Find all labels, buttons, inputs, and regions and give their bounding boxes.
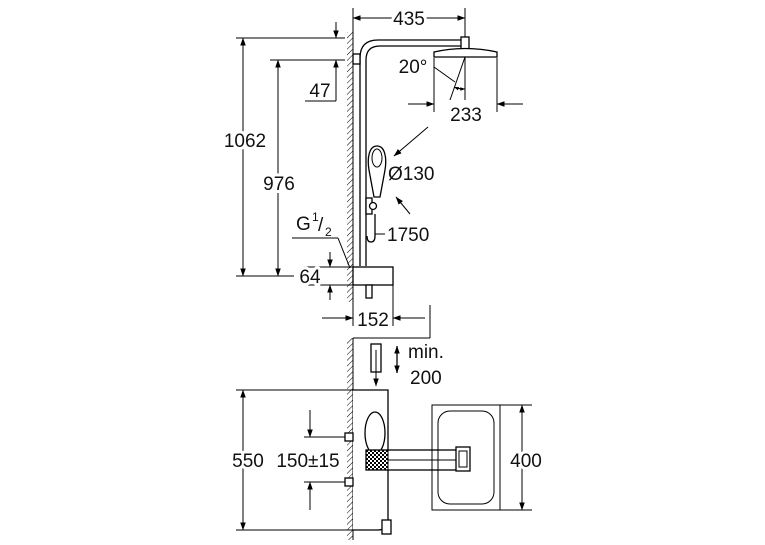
label-overall-width: 435 — [393, 9, 425, 30]
wall-section-side — [347, 32, 353, 302]
spray-angle-line — [449, 56, 466, 101]
water-inlet-upper — [344, 432, 354, 442]
rail-wall-bracket — [352, 53, 361, 65]
water-inlet-lower — [344, 477, 354, 487]
overhead-head-plan-spray-face — [437, 410, 495, 505]
thermostat-outlet — [381, 519, 392, 535]
overhead-shower-head — [433, 47, 498, 58]
plan-view: min. 200 400 550 150±15 — [229, 337, 545, 540]
thermostat-spout — [365, 284, 373, 299]
label-connection-slash: / — [318, 215, 324, 236]
dim-hand-shower-diameter-leader-top — [393, 126, 429, 157]
label-clearance-value: 200 — [410, 368, 442, 389]
label-top-offset: 47 — [309, 81, 330, 102]
overhead-head-plan-outline — [431, 404, 501, 511]
dim-hand-shower-diameter-leader-bottom — [395, 196, 411, 215]
head-connector — [460, 36, 470, 50]
label-clearance-min: min. — [408, 342, 444, 363]
shower-arm-grip — [365, 449, 389, 471]
hand-shower — [367, 145, 387, 198]
thermostat-control-knob — [364, 411, 386, 455]
spray-angle-arc — [453, 86, 466, 91]
shower-hose — [366, 214, 376, 243]
label-inlet-spacing: 150±15 — [276, 451, 339, 472]
label-connection-denominator: 2 — [325, 225, 332, 239]
label-hand-shower-diameter: Ø130 — [388, 164, 434, 185]
shower-rail-inner-edge — [365, 45, 461, 266]
label-head-width: 400 — [510, 451, 542, 472]
hand-shower-holder-ring — [368, 201, 378, 211]
hand-shower-spray-face — [371, 148, 383, 168]
label-rail-height: 976 — [263, 174, 295, 195]
label-hose-length: 1750 — [387, 225, 429, 246]
connection-leader — [337, 237, 351, 269]
side-view: 435 20° 233 1062 976 47 — [221, 6, 523, 338]
label-thermostat-length: 550 — [232, 451, 264, 472]
label-overall-height: 1062 — [224, 131, 266, 152]
label-head-depth: 233 — [450, 105, 482, 126]
label-thermostat-projection: 152 — [357, 310, 389, 331]
thermostat-side — [352, 266, 394, 286]
spray-angle-leader — [433, 66, 456, 83]
label-thermostat-height: 64 — [299, 267, 321, 288]
arm-head-connector-inner — [458, 450, 468, 468]
label-connection-numerator: 1 — [312, 210, 319, 224]
label-spray-angle: 20° — [399, 57, 428, 78]
label-connection-thread: G — [296, 214, 311, 235]
